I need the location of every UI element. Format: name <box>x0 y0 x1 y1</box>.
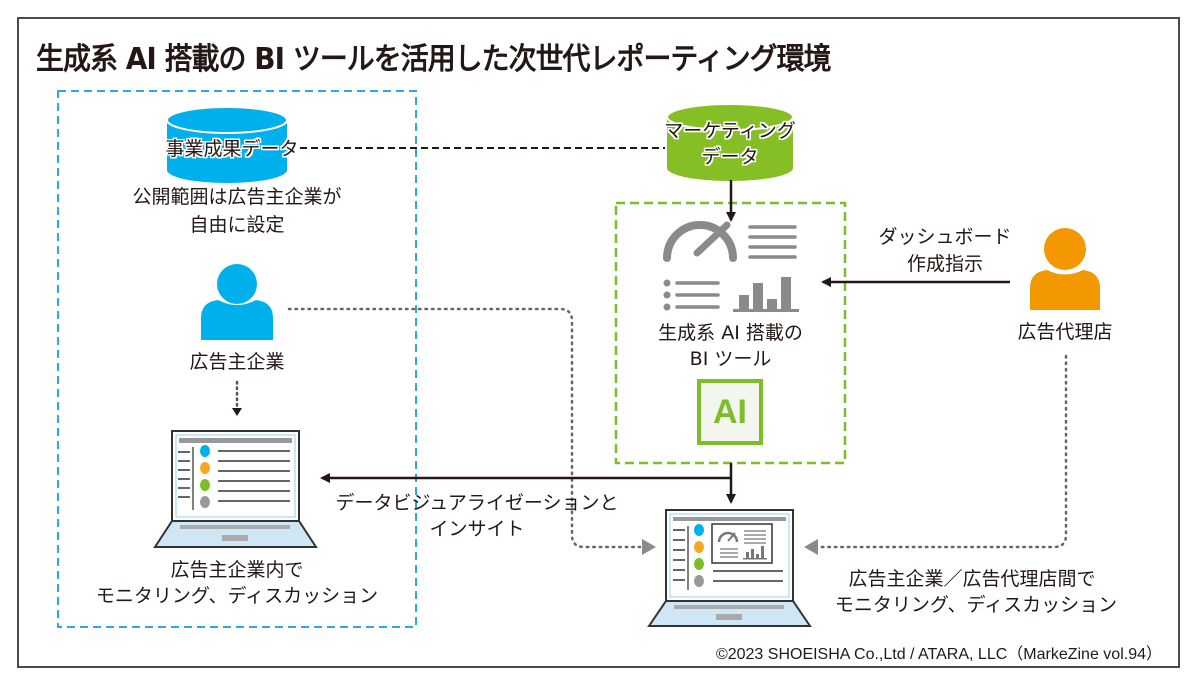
agency-person-icon <box>1030 228 1100 310</box>
marketing-database-icon <box>666 103 794 181</box>
advertiser-to-shared-laptop-dotted-line <box>287 307 642 549</box>
advertiser-laptop-icon <box>153 430 318 548</box>
bi-tool-label-line1: 生成系 AI 搭載の <box>658 322 803 344</box>
advertiser-person-icon <box>201 264 273 340</box>
advertiser-zone-border <box>57 90 417 628</box>
shared-laptop-caption-line1: 広告主企業／広告代理店間で <box>848 568 1096 590</box>
ai-badge: AI <box>697 379 763 445</box>
bar-chart-icon <box>733 277 799 312</box>
agency-label: 広告代理店 <box>1017 321 1113 343</box>
business-results-database-label: 事業成果データ <box>165 138 299 160</box>
advertiser-laptop-caption-line2: モニタリング、ディスカッション <box>95 585 379 607</box>
bi-tool-label-line2: BI ツール <box>689 348 772 370</box>
agency-shared-arrowhead <box>804 539 818 555</box>
visualization-label-line1: データビジュアライゼーションと <box>335 492 619 514</box>
diagram-title: 生成系 AI 搭載の BI ツールを活用した次世代レポーティング環境 <box>36 42 832 77</box>
shared-laptop-caption-line2: モニタリング、ディスカッション <box>834 594 1118 616</box>
dashboard-instruction-line2: 作成指示 <box>906 253 983 275</box>
database-note-line1: 公開範囲は広告主企業が <box>132 186 342 208</box>
business-results-database-icon <box>166 106 288 183</box>
dashboard-instruction-line1: ダッシュボード <box>878 226 1012 248</box>
advertiser-to-laptop-arrowhead <box>232 408 242 416</box>
marketing-database-label-line2: データ <box>701 146 759 168</box>
lines-icon <box>748 225 797 259</box>
advertiser-label: 広告主企業 <box>189 351 285 373</box>
bullet-list-icon <box>663 279 720 311</box>
copyright-notice: ©2023 SHOEISHA Co.,Ltd / ATARA, LLC（Mark… <box>715 646 1162 663</box>
visualization-label-line2: インサイト <box>429 518 525 540</box>
advertiser-shared-arrowhead <box>642 539 656 555</box>
gauge-icon <box>663 221 737 262</box>
marketing-database-label-line1: マーケティング <box>664 120 796 142</box>
agency-to-shared-laptop-dotted-line <box>818 354 1068 549</box>
advertiser-laptop-caption-line1: 広告主企業内で <box>170 559 304 581</box>
shared-laptop-icon <box>647 509 812 627</box>
database-note-line2: 自由に設定 <box>189 214 285 236</box>
